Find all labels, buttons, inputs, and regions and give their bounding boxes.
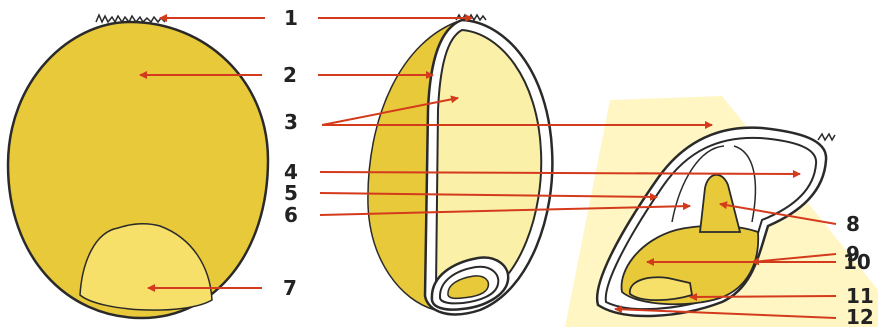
label-1: 1 (284, 6, 298, 30)
label-12: 12 (846, 305, 874, 327)
embryo-detail (565, 96, 878, 327)
whole-seed (8, 15, 268, 318)
label-3: 3 (284, 110, 298, 134)
label-8: 8 (846, 212, 860, 236)
seed-section (368, 15, 552, 314)
arrow-11 (690, 296, 836, 297)
label-10: 10 (843, 250, 871, 274)
label-6: 6 (284, 203, 298, 227)
embryo-radicle (630, 277, 692, 300)
embryo-tip-hairs (818, 134, 835, 140)
label-5: 5 (284, 181, 298, 205)
label-7: 7 (283, 276, 297, 300)
label-2: 2 (283, 63, 297, 87)
